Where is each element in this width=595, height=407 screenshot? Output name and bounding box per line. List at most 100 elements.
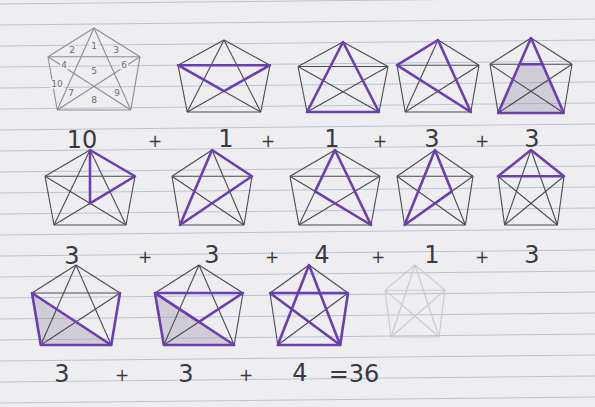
- pencil-line: [172, 176, 252, 177]
- pencil-line: [385, 290, 439, 337]
- pencil-line: [397, 176, 473, 177]
- highlighted-triangle: [32, 293, 111, 345]
- pencil-line: [54, 224, 126, 225]
- pencil-line: [45, 176, 54, 225]
- highlighted-triangle: [155, 293, 243, 322]
- pencil-line: [41, 293, 120, 345]
- star-figure: [397, 40, 479, 112]
- pencil-line: [391, 336, 439, 337]
- pencil-line: [385, 290, 445, 291]
- pencil-line: [490, 64, 498, 113]
- star-figure: [155, 265, 243, 345]
- sum-term: 4: [292, 361, 307, 385]
- highlighted-triangle: [278, 265, 340, 345]
- sum-term: 3: [64, 244, 79, 268]
- rule-line: [0, 19, 595, 25]
- pencil-line: [498, 176, 505, 225]
- pencil-line: [32, 293, 111, 345]
- sum-term: +: [371, 249, 385, 266]
- pencil-line: [385, 290, 391, 337]
- sum-term: 3: [54, 362, 69, 386]
- sum-term: 3: [524, 127, 539, 151]
- pencil-line: [187, 111, 261, 112]
- pencil-line: [57, 57, 140, 110]
- highlighted-triangle: [397, 40, 471, 112]
- star-figure: [298, 42, 388, 112]
- sum-term: 3: [424, 127, 439, 151]
- sum-term: +: [239, 367, 253, 384]
- highlighted-triangle: [405, 150, 452, 225]
- region-number: 9: [113, 89, 121, 98]
- sum-term: +: [261, 133, 275, 150]
- pencil-line: [471, 65, 479, 112]
- star-figure: [290, 150, 380, 225]
- highlighted-triangle: [111, 293, 120, 345]
- pencil-line: [299, 224, 371, 225]
- pencil-line: [439, 290, 445, 337]
- highlighted-triangle: [315, 150, 371, 225]
- highlighted-triangle: [498, 38, 564, 113]
- pencil-line: [48, 57, 131, 110]
- sum-term: 4: [314, 243, 329, 267]
- sum-term: +: [475, 133, 489, 150]
- region-number: 10: [50, 80, 63, 89]
- region-number: 5: [90, 67, 98, 76]
- star-figure: [172, 150, 252, 225]
- region-number: 7: [67, 89, 75, 98]
- star-figure: [397, 150, 473, 225]
- pencil-line: [397, 65, 405, 112]
- sum-term: 3: [178, 362, 193, 386]
- pencil-line: [131, 57, 140, 110]
- rule-line: [0, 229, 595, 235]
- sum-term: 1: [324, 127, 339, 151]
- region-number: 2: [68, 46, 76, 55]
- pencil-line: [290, 176, 380, 177]
- star-figure: [48, 28, 140, 110]
- pencil-line: [397, 176, 405, 225]
- pencil-line: [465, 176, 473, 225]
- pencil-line: [371, 176, 380, 225]
- pencil-line: [45, 176, 126, 225]
- region-number: 1: [90, 42, 98, 51]
- pencil-line: [261, 65, 270, 112]
- pencil-line: [405, 111, 471, 112]
- region-number: 8: [90, 96, 98, 105]
- sum-term: =36: [329, 362, 380, 386]
- star-figure: [45, 150, 135, 225]
- sum-term: 10: [67, 128, 98, 152]
- sum-term: +: [373, 133, 387, 150]
- highlighted-triangle: [520, 63, 543, 66]
- pencil-line: [178, 65, 187, 112]
- star-figure: [498, 150, 564, 225]
- pencil-line: [32, 292, 120, 293]
- highlighted-triangle: [180, 150, 252, 225]
- region-number: 6: [120, 61, 128, 70]
- pencil-line: [172, 176, 180, 225]
- pencil-line: [379, 67, 388, 113]
- sum-term: +: [115, 367, 129, 384]
- sum-term: 3: [204, 243, 219, 267]
- pencil-line: [505, 224, 558, 225]
- pencil-line: [111, 293, 120, 345]
- pencil-line: [126, 176, 135, 225]
- sum-term: +: [148, 133, 162, 150]
- highlighted-triangle: [498, 150, 564, 176]
- pencil-line: [180, 224, 244, 225]
- pencil-line: [234, 293, 243, 345]
- sum-term: +: [475, 249, 489, 266]
- sum-term: +: [265, 249, 279, 266]
- sum-term: 1: [424, 243, 439, 267]
- pencil-line: [244, 176, 252, 225]
- pencil-line: [298, 66, 388, 67]
- pencil-line: [564, 64, 572, 113]
- star-figure: [32, 265, 120, 345]
- pencil-line: [57, 109, 131, 110]
- star-figure: [178, 40, 270, 112]
- pencil-line: [290, 176, 299, 225]
- pencil-line: [270, 293, 278, 345]
- star-figure: [270, 265, 348, 345]
- rule-line: [0, 208, 595, 214]
- rule-line: [0, 397, 595, 403]
